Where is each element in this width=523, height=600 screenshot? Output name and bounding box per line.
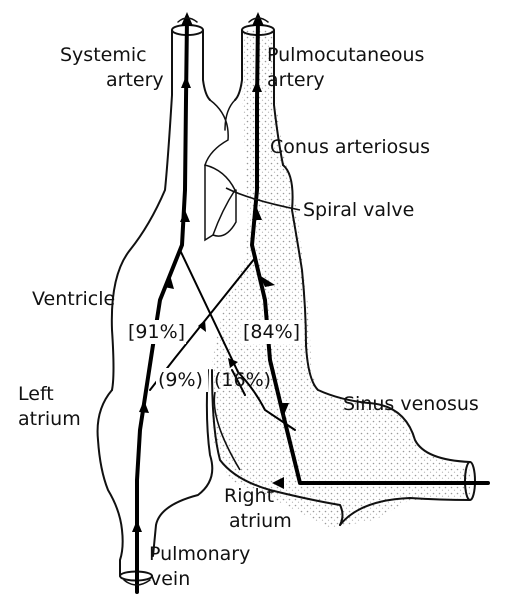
arrow-left-to-pulmo — [198, 320, 206, 332]
label-pulmonary-vein-line2: vein — [150, 568, 190, 590]
pct-left-to-systemic: [91%] — [128, 321, 185, 343]
spiral-valve-inner — [205, 165, 213, 240]
label-ventricle: Ventricle — [32, 288, 115, 310]
label-left-atrium-line1: Left — [18, 383, 54, 405]
arrow-pulmonary-vein — [132, 520, 142, 532]
label-systemic-artery-line2: artery — [106, 69, 164, 91]
pulmo-artery-wall-left — [235, 30, 242, 100]
label-sinus-venosus: Sinus venosus — [343, 393, 479, 415]
arrow-left-atrium — [139, 400, 149, 413]
left-atrium-wall — [98, 390, 123, 576]
label-left-atrium-line2: atrium — [18, 408, 81, 430]
label-right-atrium-line1: Right — [224, 485, 274, 507]
label-right-atrium-line2: atrium — [229, 510, 292, 532]
pct-right-to-systemic: (16%) — [214, 369, 271, 391]
pct-left-to-pulmo: (9%) — [158, 369, 203, 391]
label-spiral-valve: Spiral valve — [303, 199, 414, 221]
arrow-systemic-low — [180, 210, 190, 222]
label-pulmo-artery-line2: artery — [267, 69, 325, 91]
label-pulmonary-vein-line1: Pulmonary — [149, 543, 250, 565]
label-conus-arteriosus: Conus arteriosus — [270, 136, 430, 158]
systemic-artery-wall-right — [203, 30, 210, 100]
arrow-systemic-mid — [181, 76, 191, 88]
spiral-valve — [205, 100, 236, 236]
right-side-shading — [212, 30, 470, 528]
oxygenated-flow-path — [137, 18, 187, 592]
label-systemic-artery-line1: Systemic — [60, 44, 147, 66]
interatrial-septum — [153, 370, 212, 556]
pct-right-to-pulmo: [84%] — [243, 321, 300, 343]
label-pulmo-artery-line1: Pulmocutaneous — [267, 44, 424, 66]
